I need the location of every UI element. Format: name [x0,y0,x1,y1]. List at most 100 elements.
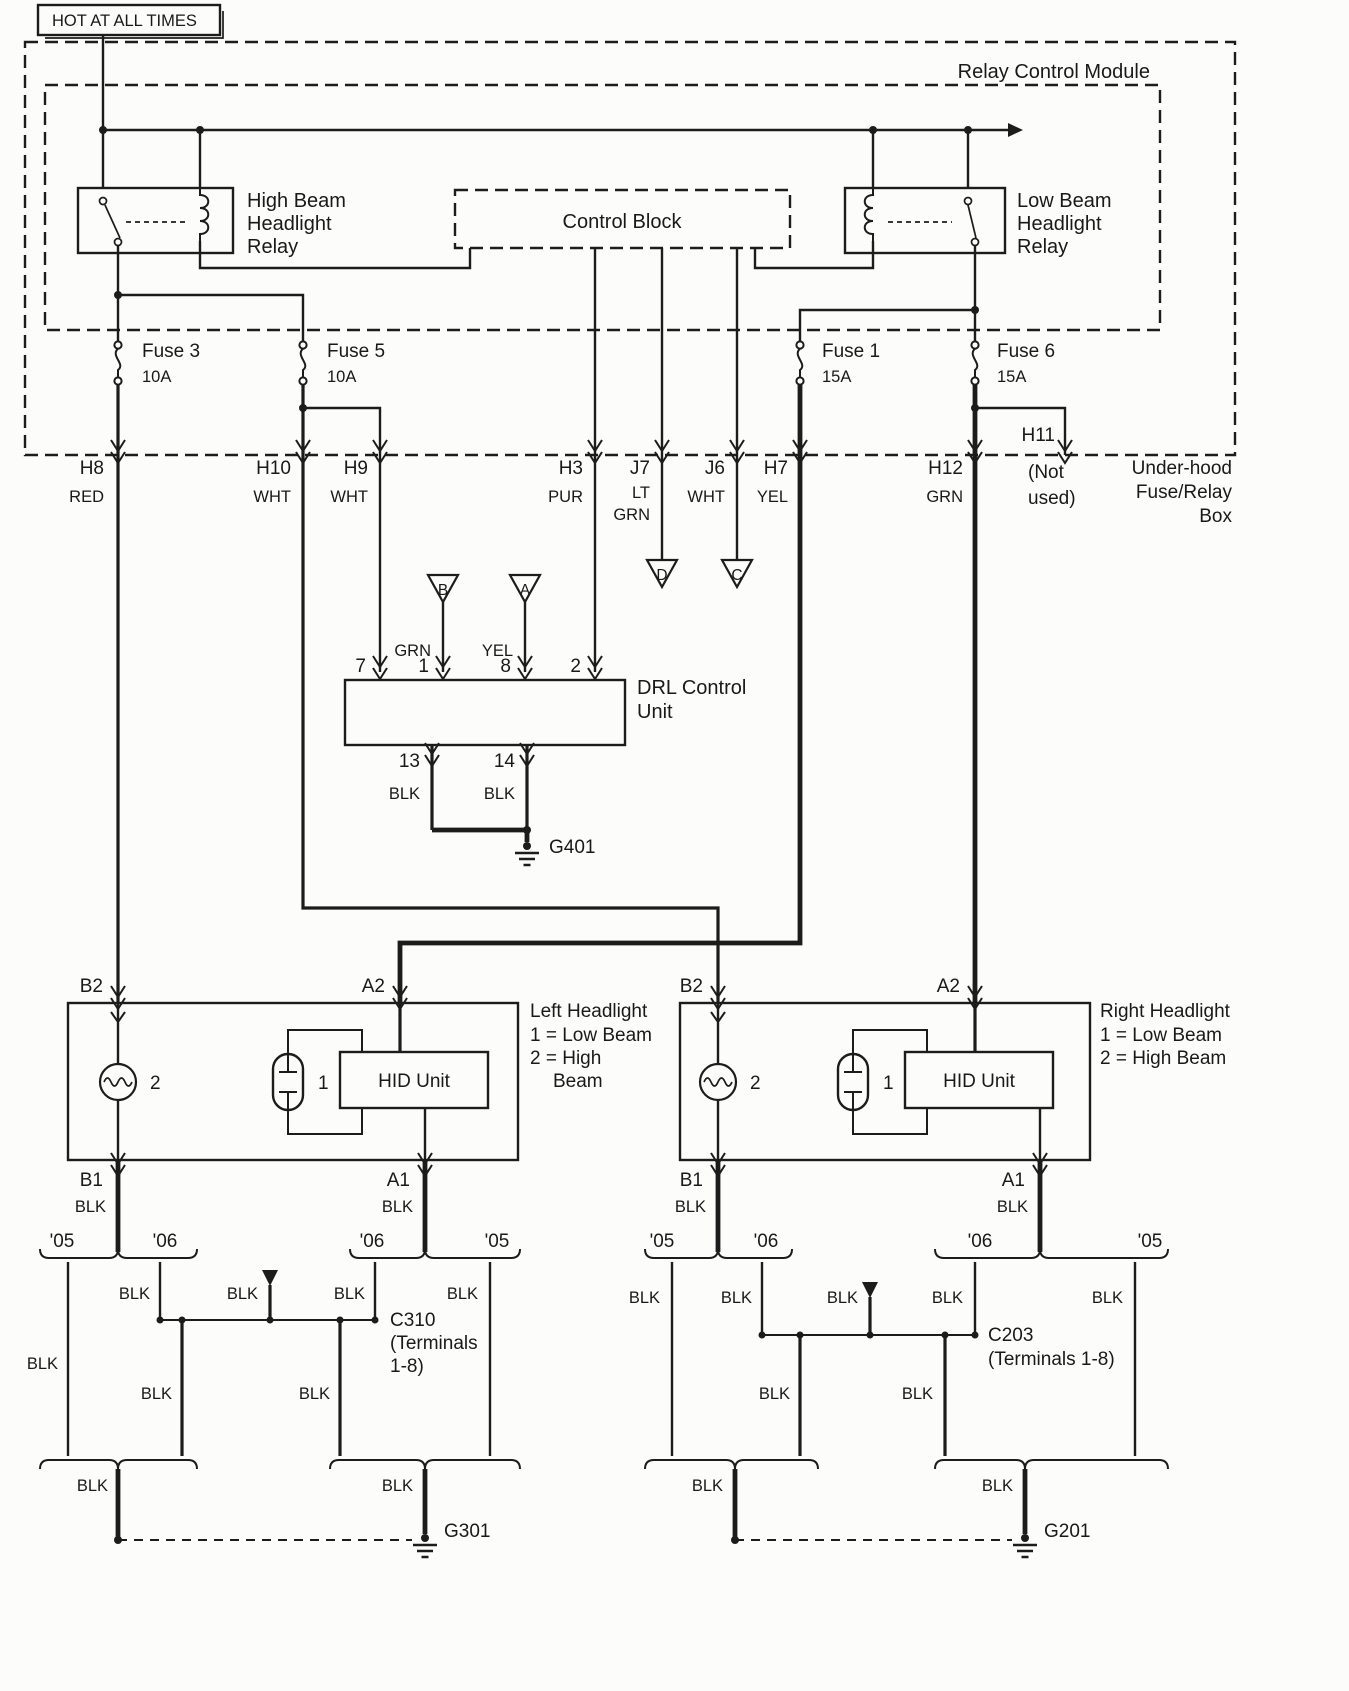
junction-dot [964,126,972,134]
underhood-label-line1: Under-hood [1132,458,1232,479]
right-bulb-to-hid-wire-bottom [852,1108,928,1135]
fuse1-rating: 15A [822,368,851,386]
wire-color-label: BLK [299,1385,330,1403]
left-headlight-note1: 1 = Low Beam [530,1025,652,1046]
junction-dot [178,1316,186,1324]
ground-g201-label: G201 [1044,1521,1090,1542]
pin-h7-color: YEL [757,488,788,506]
fuse3-name: Fuse 3 [142,341,200,362]
high-beam-relay-label-line1: High Beam [247,190,346,212]
year-brace [644,1459,819,1470]
relay-contact [113,237,123,247]
right-headlight-note2: 2 = High Beam [1100,1048,1226,1069]
low-beam-relay-frame [843,186,1007,255]
bulb-electrodes [844,1054,862,1110]
year-label: '05 [485,1231,510,1252]
junction-dot [869,126,877,134]
wire-pin14-color-label: BLK [484,785,515,803]
bus-arrow-icon [1008,123,1023,137]
year-label: '06 [360,1231,385,1252]
year-brace [329,1459,521,1470]
fuse3-rating: 10A [142,368,171,386]
fuses: Fuse 3 10A Fuse 5 10A Fuse 1 15A Fuse 6 … [113,340,1067,672]
high-beam-relay-frame [76,186,235,255]
pin-h3-color: PUR [548,488,583,506]
left-hid-unit-label: HID Unit [378,1071,451,1092]
ground-g301-label: G301 [444,1521,490,1542]
wire-h10-wht [301,385,720,1003]
pin-h12-label: H12 [928,458,963,479]
pin-h11-note-line1: (Not [1028,462,1065,483]
ground-network-left: '05 '06 '06 '05 C310 (Terminals 1-8) BLK… [27,1231,521,1559]
junction-dot [156,1316,164,1324]
pin-h8-color: RED [69,488,104,506]
drl-control-unit-box [343,678,627,747]
relay-control-module: Relay Control Module [43,61,1162,332]
wire-color-label: BLK [982,1477,1013,1495]
year-brace [934,1459,1169,1470]
drl-pin8-label: 8 [500,656,511,677]
hot-label: HOT AT ALL TIMES [52,12,197,30]
left-bulb2-label: 2 [150,1073,161,1094]
relay-switch-arm [104,204,121,239]
fuse6-symbol [970,340,980,386]
wire-color-label: BLK [692,1477,723,1495]
year-label: '05 [1138,1231,1163,1252]
hot-box-frame [36,3,222,37]
fuse1-name: Fuse 1 [822,341,880,362]
year-brace [934,1248,1169,1259]
junction-dot [758,1331,766,1339]
pin-j7-color-line2: GRN [613,506,650,524]
left-headlight-note3: Beam [553,1071,603,1092]
fuse1-symbol [795,340,805,386]
drl-pin1-label: 1 [418,656,429,677]
connector-c310-label-line2: (Terminals [390,1333,478,1354]
underhood-label-line2: Fuse/Relay [1136,482,1233,503]
left-b2-label: B2 [80,976,103,997]
year-brace [39,1459,198,1470]
wire-grn-color-label: GRN [394,642,431,660]
fuse5-symbol [298,340,308,386]
inline-connector-a-label: A [520,582,531,599]
hb-branch-to-fuse5-wire [118,293,305,341]
wire-color-label: BLK [27,1355,58,1373]
high-beam-relay-label-line2: Headlight [247,213,332,235]
underhood-box-frame [23,40,1237,457]
right-a1-label: A1 [1002,1170,1025,1191]
right-b1-color: BLK [675,1198,706,1216]
left-headlight-box [66,1001,520,1162]
junction-dot [523,826,531,834]
junction-dot [196,126,204,134]
pin-h10-color: WHT [253,488,291,506]
relay-contact [98,196,108,206]
left-a2-label: A2 [362,976,385,997]
low-beam-headlight-relay: Low Beam Headlight Relay [753,186,1112,341]
left-headlight-note2: 2 = High [530,1048,601,1069]
wire-color-label: BLK [1092,1289,1123,1307]
junction-dot [796,1331,804,1339]
pin-h10-label: H10 [256,458,291,479]
relay-contact [970,237,980,247]
junction-dot [971,306,979,314]
wire-color-label: BLK [629,1289,660,1307]
right-headlight-note1: 1 = Low Beam [1100,1025,1222,1046]
lb-coil-to-control-block-wire [753,241,875,270]
wire-source-arrow-icon [262,1270,278,1286]
hot-at-all-times-box: HOT AT ALL TIMES [36,3,224,188]
wire-color-label: BLK [721,1289,752,1307]
year-label: '06 [968,1231,993,1252]
left-bulb1-label: 1 [318,1073,329,1094]
bulb-filament [703,1077,733,1087]
wire-color-label: BLK [932,1289,963,1307]
pin-h12-color: GRN [926,488,963,506]
pin-h8-label: H8 [80,458,104,479]
pin-h9-label: H9 [344,458,368,479]
wire-color-label: BLK [77,1477,108,1495]
power-bus [99,123,1023,188]
junction-dot [971,1331,979,1339]
relay-coil [199,188,210,241]
wire-color-label: BLK [447,1285,478,1303]
right-headlight-title: Right Headlight [1100,1001,1231,1022]
